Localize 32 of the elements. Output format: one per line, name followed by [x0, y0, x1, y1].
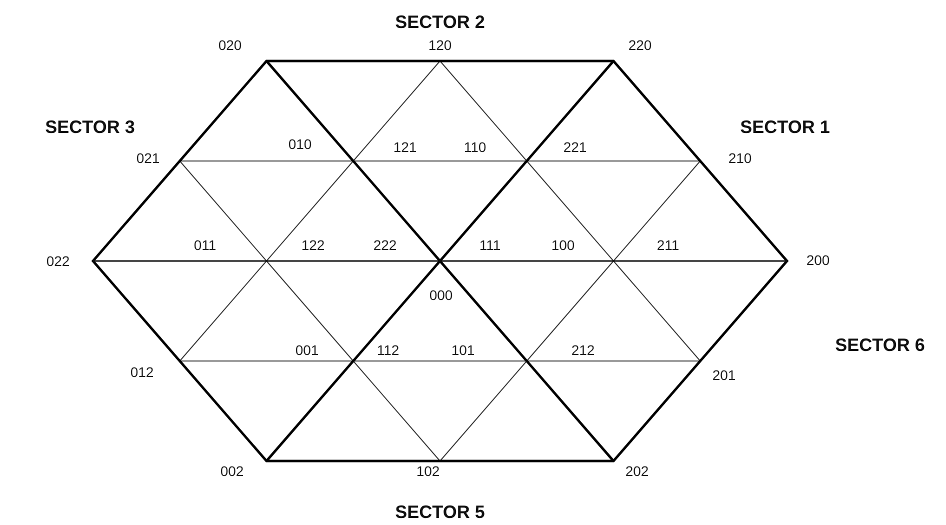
vector-state-label: 222 [373, 238, 397, 252]
vector-state-label: 201 [712, 368, 736, 382]
sector-label: SECTOR 1 [740, 118, 830, 136]
vector-state-label: 002 [220, 464, 244, 478]
vector-state-label: 122 [301, 238, 325, 252]
vector-state-label: 210 [728, 151, 752, 165]
vector-state-label: 020 [218, 38, 242, 52]
vector-state-label: 212 [571, 343, 595, 357]
vector-state-label: 001 [295, 343, 319, 357]
vector-state-label: 012 [130, 365, 154, 379]
sector-label: SECTOR 2 [395, 13, 485, 31]
vector-state-label: 211 [656, 238, 680, 252]
vector-state-label: 220 [628, 38, 652, 52]
sector-label: SECTOR 6 [835, 336, 925, 354]
vector-state-label: 111 [479, 238, 501, 252]
vector-state-label: 121 [393, 140, 417, 154]
vector-state-label: 102 [416, 464, 440, 478]
vector-state-label: 100 [551, 238, 575, 252]
vector-state-label: 000 [429, 288, 453, 302]
vector-state-label: 221 [563, 140, 587, 154]
vector-state-label: 022 [46, 254, 70, 268]
vector-state-label: 112 [376, 343, 400, 357]
vector-state-label: 120 [428, 38, 452, 52]
vector-state-label: 021 [136, 151, 160, 165]
vector-state-label: 202 [625, 464, 649, 478]
sector-label: SECTOR 3 [45, 118, 135, 136]
vector-state-label: 101 [451, 343, 475, 357]
vector-state-label: 200 [806, 253, 830, 267]
vector-state-label: 110 [464, 140, 486, 154]
sector-label: SECTOR 5 [395, 503, 485, 521]
vector-state-label: 010 [288, 137, 312, 151]
vector-state-label: 011 [194, 238, 216, 252]
